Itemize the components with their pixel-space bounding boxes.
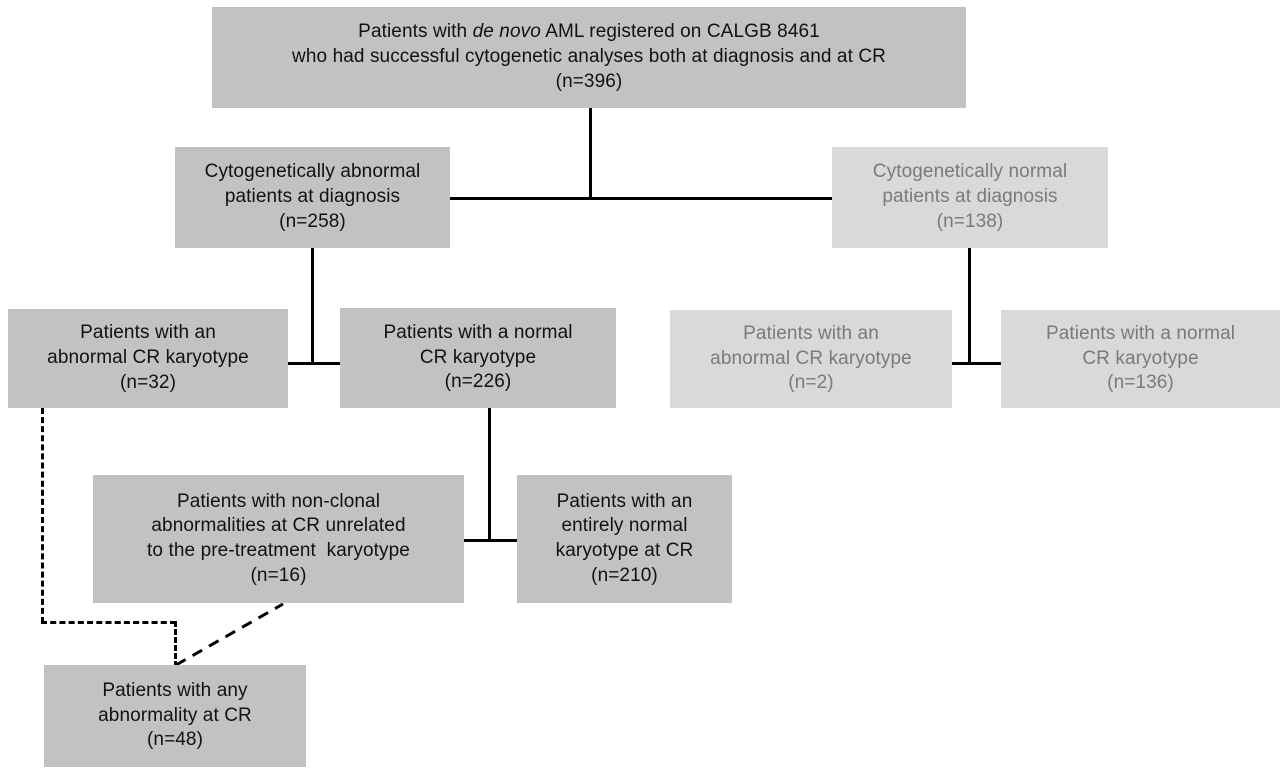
node-normal-dx-line1: Cytogenetically normal — [872, 161, 1068, 183]
node-cytogenetically-normal-at-diagnosis[interactable]: Cytogenetically normal patients at diagn… — [832, 147, 1108, 248]
node-nonclonal-line1: Patients with non-clonal — [176, 490, 381, 512]
node-entirely-normal-count: (n=210) — [591, 564, 658, 586]
node-abn-cr-from-abn-line2: abnormal CR karyotype — [47, 347, 249, 369]
node-norm-cr-from-norm-line2: CR karyotype — [1082, 347, 1199, 369]
node-entirely-normal-line2: entirely normal — [561, 515, 688, 537]
connector-norm-cr-down — [488, 407, 491, 542]
node-any-abnormality-at-cr[interactable]: Patients with any abnormality at CR (n=4… — [44, 665, 306, 767]
node-entirely-normal-line3: karyotype at CR — [555, 540, 694, 561]
node-nonclonal-abnormalities[interactable]: Patients with non-clonal abnormalities a… — [93, 475, 464, 603]
connector-dashed-vertical-left — [41, 408, 44, 623]
connector-root-to-split — [589, 107, 592, 200]
node-abnormal-dx-line1: Cytogenetically abnormal — [204, 161, 421, 183]
node-abnormal-cr-karyotype-from-normal[interactable]: Patients with an abnormal CR karyotype (… — [670, 310, 952, 408]
node-nonclonal-line3: to the pre-treatment karyotype — [147, 540, 410, 561]
node-root-count: (n=396) — [555, 70, 623, 92]
node-abnormal-dx-line2: patients at diagnosis — [224, 186, 401, 208]
node-abnormal-cr-karyotype-from-abnormal[interactable]: Patients with an abnormal CR karyotype (… — [8, 309, 288, 408]
connector-dashed-vertical-down — [174, 621, 177, 667]
node-norm-cr-from-abn-line1: Patients with a normal — [383, 321, 573, 343]
node-abn-cr-from-abn-count: (n=32) — [119, 371, 177, 393]
node-normal-dx-count: (n=138) — [936, 210, 1004, 232]
node-root-line2: who had successful cytogenetic analyses … — [292, 46, 886, 68]
node-cytogenetically-abnormal-at-diagnosis[interactable]: Cytogenetically abnormal patients at dia… — [175, 147, 450, 248]
node-entirely-normal-karyotype[interactable]: Patients with an entirely normal karyoty… — [517, 475, 732, 603]
node-normal-cr-karyotype-from-normal[interactable]: Patients with a normal CR karyotype (n=1… — [1001, 310, 1280, 408]
node-abn-cr-from-norm-line1: Patients with an — [743, 322, 879, 344]
connector-dashed-diagonal — [175, 602, 284, 667]
node-norm-cr-from-abn-count: (n=226) — [444, 371, 512, 393]
node-normal-cr-karyotype-from-abnormal[interactable]: Patients with a normal CR karyotype (n=2… — [340, 308, 616, 408]
connector-dashed-horizontal — [41, 621, 176, 624]
node-norm-cr-from-norm-line1: Patients with a normal — [1045, 322, 1236, 344]
node-abnormal-dx-count: (n=258) — [279, 210, 346, 232]
node-nonclonal-line2: abnormalities at CR unrelated — [151, 515, 406, 537]
node-entirely-normal-line1: Patients with an — [556, 490, 693, 512]
connector-norm-cr-split — [463, 539, 518, 542]
connector-abnormal-dx-split — [287, 362, 341, 365]
node-any-abnormality-line1: Patients with any — [102, 679, 248, 701]
node-any-abnormality-line2: abnormality at CR — [98, 704, 252, 726]
node-norm-cr-from-norm-count: (n=136) — [1107, 372, 1174, 394]
connector-normal-dx-split — [951, 362, 1002, 365]
node-root-line1: Patients with de novo AML registered on … — [358, 21, 820, 43]
connector-normal-dx-down — [968, 247, 971, 365]
node-norm-cr-from-abn-line2: CR karyotype — [419, 346, 537, 368]
node-root[interactable]: Patients with de novo AML registered on … — [212, 7, 966, 108]
node-normal-dx-line2: patients at diagnosis — [882, 186, 1058, 208]
node-abn-cr-from-abn-line1: Patients with an — [80, 322, 216, 344]
node-abn-cr-from-norm-line2: abnormal CR karyotype — [710, 347, 912, 369]
connector-abnormal-dx-down — [311, 247, 314, 365]
node-nonclonal-count: (n=16) — [250, 564, 307, 586]
node-any-abnormality-count: (n=48) — [146, 729, 204, 751]
node-abn-cr-from-norm-count: (n=2) — [788, 372, 834, 394]
connector-split-horizontal — [449, 197, 833, 200]
